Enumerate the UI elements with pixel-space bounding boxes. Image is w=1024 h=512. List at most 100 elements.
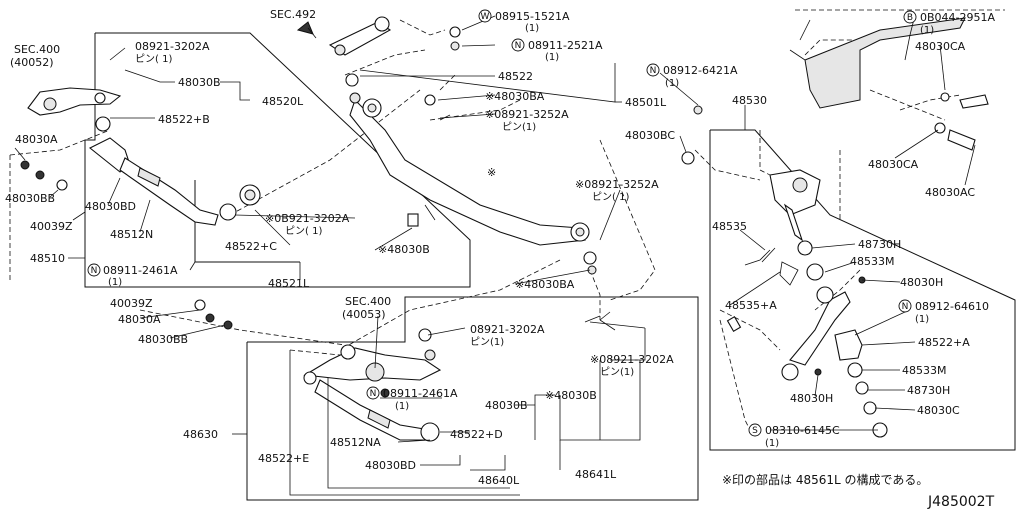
- svg-text:N: N: [650, 66, 657, 76]
- diagram-code: J485002T: [927, 494, 995, 510]
- svg-text:※08921-3252A: ※08921-3252A: [485, 108, 569, 121]
- bushing-48522a: [834, 329, 863, 361]
- circle-n-icon: [646, 63, 660, 77]
- svg-text:48030BB: 48030BB: [5, 192, 55, 205]
- svg-text:08911-2521A: 08911-2521A: [528, 39, 603, 52]
- svg-text:※0B921-3202A: ※0B921-3202A: [265, 212, 350, 225]
- frame-48630: [246, 296, 699, 501]
- washer-w: [449, 26, 461, 38]
- svg-text:48510: 48510: [30, 252, 65, 265]
- svg-text:48533M: 48533M: [902, 364, 946, 377]
- circle-s-icon: [748, 423, 762, 437]
- svg-text:N: N: [91, 266, 98, 276]
- svg-text:0B044-2951A: 0B044-2951A: [920, 11, 996, 24]
- svg-text:48630: 48630: [183, 428, 218, 441]
- svg-text:B: B: [907, 13, 913, 23]
- svg-text:(1): (1): [545, 52, 559, 63]
- svg-text:(40052): (40052): [10, 56, 54, 69]
- svg-text:48030BB: 48030BB: [138, 333, 188, 346]
- leader-lines: [14, 14, 976, 496]
- svg-text:48535: 48535: [712, 220, 747, 233]
- center-link: [349, 98, 586, 246]
- ball-stud: [345, 73, 359, 87]
- svg-text:48520L: 48520L: [262, 95, 304, 108]
- svg-text:(1): (1): [765, 438, 779, 449]
- svg-text:48522+A: 48522+A: [918, 336, 970, 349]
- bolt-48030ac: [947, 129, 976, 151]
- svg-text:48030B: 48030B: [178, 76, 221, 89]
- svg-text:(1): (1): [665, 78, 679, 89]
- frame-48520l: [84, 32, 471, 288]
- svg-text:08912-64610: 08912-64610: [915, 300, 989, 313]
- svg-text:(1): (1): [525, 23, 539, 34]
- svg-text:08911-2461A: 08911-2461A: [383, 387, 458, 400]
- dashed-leaders: [9, 19, 961, 431]
- svg-text:S: S: [752, 426, 758, 436]
- circled-markers: W N N B N N N S: [87, 9, 917, 437]
- svg-text:08921-3202A: 08921-3202A: [135, 40, 210, 53]
- part-labels: SEC.492 SEC.400 (40052) 08921-3202A ピン( …: [5, 8, 996, 487]
- svg-text:(40053): (40053): [342, 308, 386, 321]
- svg-text:48533M: 48533M: [850, 255, 894, 268]
- svg-text:48522+E: 48522+E: [258, 452, 309, 465]
- circle-b-icon: [903, 10, 917, 24]
- idler-bracket: [769, 169, 821, 216]
- svg-text:ピン( 1): ピン( 1): [592, 191, 629, 203]
- knuckle-bracket-left: [27, 87, 122, 116]
- svg-text:08911-2461A: 08911-2461A: [103, 264, 178, 277]
- svg-text:N: N: [902, 302, 909, 312]
- svg-text:ピン(1): ピン(1): [470, 336, 504, 348]
- svg-text:48030CA: 48030CA: [915, 40, 966, 53]
- svg-text:48030CA: 48030CA: [868, 158, 919, 171]
- frame-48530: [709, 129, 1016, 451]
- bolt-0b044: [959, 94, 989, 109]
- outer-tie-rod-end-right: [420, 422, 440, 442]
- sec492-label: SEC.492: [270, 8, 316, 21]
- svg-text:※: ※: [487, 166, 496, 179]
- section-arrow: [296, 21, 317, 39]
- nut-48030b-star: [407, 213, 419, 227]
- svg-text:48522+D: 48522+D: [450, 428, 503, 441]
- frame-rail: [804, 17, 966, 109]
- svg-text:(1): (1): [920, 25, 934, 36]
- bushing-48730h: [797, 240, 813, 256]
- svg-text:48030A: 48030A: [118, 313, 161, 326]
- pitman-ball: [374, 16, 390, 32]
- svg-text:※48030B: ※48030B: [378, 243, 430, 256]
- svg-text:48030BD: 48030BD: [365, 459, 416, 472]
- tie-rod-left: [119, 157, 219, 226]
- inner-tie-rod-end-left: [219, 203, 237, 221]
- svg-text:(1): (1): [915, 314, 929, 325]
- footer: ※印の部品は 48561L の構成である。 J485002T: [722, 472, 995, 510]
- svg-text:48641L: 48641L: [575, 468, 617, 481]
- svg-text:08921-3202A: 08921-3202A: [470, 323, 545, 336]
- svg-text:48030B: 48030B: [485, 399, 528, 412]
- svg-text:ピン( 1): ピン( 1): [285, 225, 322, 237]
- svg-text:※08921-3252A: ※08921-3252A: [575, 178, 659, 191]
- svg-text:48030H: 48030H: [900, 276, 943, 289]
- svg-text:※48030BA: ※48030BA: [515, 278, 575, 291]
- svg-text:48030A: 48030A: [15, 133, 58, 146]
- svg-text:48512NA: 48512NA: [330, 436, 381, 449]
- svg-text:48512N: 48512N: [110, 228, 153, 241]
- svg-text:※48030BA: ※48030BA: [485, 90, 545, 103]
- svg-text:48535+A: 48535+A: [725, 299, 777, 312]
- circle-w-icon: [478, 9, 492, 23]
- left-tie-rod: [20, 87, 436, 227]
- nut-48030bc: [681, 151, 695, 165]
- svg-text:48522+B: 48522+B: [158, 113, 210, 126]
- circle-n-icon: [366, 386, 380, 400]
- svg-text:SEC.400: SEC.400: [14, 43, 60, 56]
- svg-text:48640L: 48640L: [478, 474, 520, 487]
- nut-48030ba: [424, 94, 436, 106]
- svg-text:(1): (1): [108, 277, 122, 288]
- center-link-assembly: [328, 16, 611, 321]
- circle-n-icon: [511, 38, 525, 52]
- svg-text:N: N: [515, 41, 522, 51]
- svg-text:※08921-3202A: ※08921-3202A: [590, 353, 674, 366]
- svg-text:40039Z: 40039Z: [110, 297, 153, 310]
- svg-text:ピン(1): ピン(1): [600, 366, 634, 378]
- bushing-48533m-a: [806, 263, 824, 281]
- svg-text:48501L: 48501L: [625, 96, 667, 109]
